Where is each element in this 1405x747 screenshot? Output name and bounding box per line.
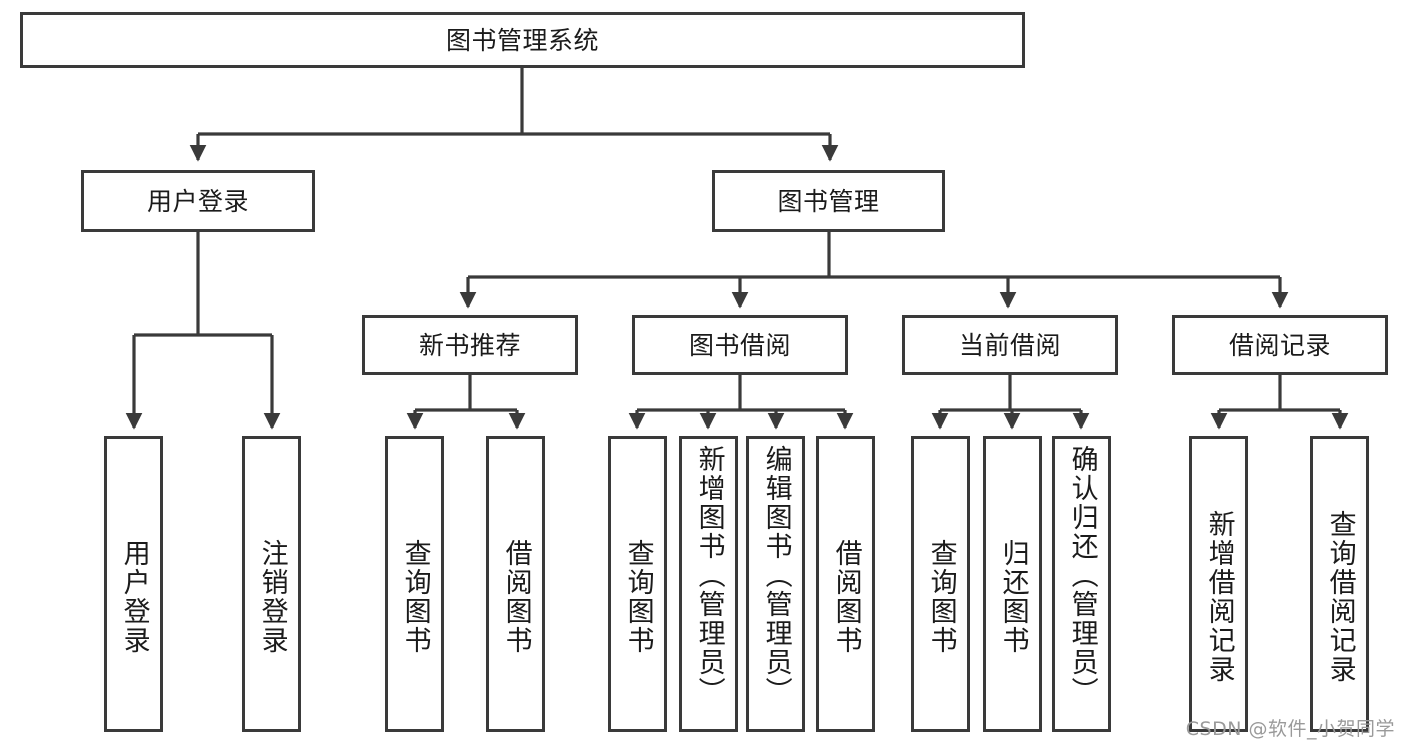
node-leaf-edit-book[interactable]: 编辑图书（管理员）: [746, 436, 805, 732]
leaf-inner: 确认归还（管理员）: [1055, 439, 1108, 729]
leaf-inner: 新增借阅记录: [1192, 439, 1245, 729]
node-leaf-return-book[interactable]: 归还图书: [983, 436, 1042, 732]
leaf-inner: 归还图书: [986, 439, 1039, 729]
node-new-book-rec[interactable]: 新书推荐: [362, 315, 578, 375]
leaf-inner: 查询图书: [914, 439, 967, 729]
node-book-borrow-label: 图书借阅: [688, 330, 791, 360]
node-user-login[interactable]: 用户登录: [81, 170, 315, 232]
leaf-inner: 用户登录: [107, 439, 160, 729]
node-leaf-user-logout-label: 注销登录: [256, 539, 288, 655]
node-root[interactable]: 图书管理系统: [20, 12, 1025, 68]
node-borrow-record-label: 借阅记录: [1228, 330, 1331, 360]
node-leaf-borrow-book-1[interactable]: 借阅图书: [486, 436, 545, 732]
node-leaf-query-record-label: 查询借阅记录: [1324, 510, 1356, 684]
leaf-inner: 借阅图书: [489, 439, 542, 729]
node-leaf-query-book-2-label: 查询图书: [622, 539, 654, 655]
node-leaf-borrow-book-2-label: 借阅图书: [830, 539, 862, 655]
node-leaf-query-book-1[interactable]: 查询图书: [385, 436, 444, 732]
node-leaf-edit-book-label: 编辑图书（管理员）: [760, 445, 792, 706]
node-leaf-user-logout[interactable]: 注销登录: [242, 436, 301, 732]
leaf-inner: 借阅图书: [819, 439, 872, 729]
node-book-borrow[interactable]: 图书借阅: [632, 315, 848, 375]
node-leaf-query-book-1-label: 查询图书: [399, 539, 431, 655]
leaf-inner: 查询借阅记录: [1313, 439, 1366, 729]
node-root-label: 图书管理系统: [445, 25, 599, 55]
node-leaf-return-book-label: 归还图书: [997, 539, 1029, 655]
leaf-inner: 新增图书（管理员）: [682, 439, 735, 729]
node-leaf-add-record[interactable]: 新增借阅记录: [1189, 436, 1248, 732]
leaf-inner: 查询图书: [388, 439, 441, 729]
leaf-inner: 注销登录: [245, 439, 298, 729]
node-leaf-query-record[interactable]: 查询借阅记录: [1310, 436, 1369, 732]
node-book-manage-label: 图书管理: [777, 186, 880, 216]
watermark-text: CSDN @软件_小贺同学: [1185, 718, 1395, 740]
node-leaf-confirm-return[interactable]: 确认归还（管理员）: [1052, 436, 1111, 732]
leaf-inner: 编辑图书（管理员）: [749, 439, 802, 729]
node-current-borrow[interactable]: 当前借阅: [902, 315, 1118, 375]
node-leaf-user-login[interactable]: 用户登录: [104, 436, 163, 732]
node-leaf-borrow-book-1-label: 借阅图书: [500, 539, 532, 655]
node-book-manage[interactable]: 图书管理: [712, 170, 945, 232]
node-user-login-label: 用户登录: [146, 186, 249, 216]
leaf-inner: 查询图书: [611, 439, 664, 729]
node-new-book-rec-label: 新书推荐: [418, 330, 521, 360]
node-leaf-borrow-book-2[interactable]: 借阅图书: [816, 436, 875, 732]
node-leaf-add-book-label: 新增图书（管理员）: [693, 445, 725, 706]
node-leaf-add-record-label: 新增借阅记录: [1203, 510, 1235, 684]
node-leaf-confirm-return-label: 确认归还（管理员）: [1066, 445, 1098, 706]
node-borrow-record[interactable]: 借阅记录: [1172, 315, 1388, 375]
node-leaf-user-login-label: 用户登录: [118, 539, 150, 655]
node-current-borrow-label: 当前借阅: [958, 330, 1061, 360]
node-leaf-query-book-3-label: 查询图书: [925, 539, 957, 655]
node-leaf-add-book[interactable]: 新增图书（管理员）: [679, 436, 738, 732]
node-leaf-query-book-3[interactable]: 查询图书: [911, 436, 970, 732]
node-leaf-query-book-2[interactable]: 查询图书: [608, 436, 667, 732]
